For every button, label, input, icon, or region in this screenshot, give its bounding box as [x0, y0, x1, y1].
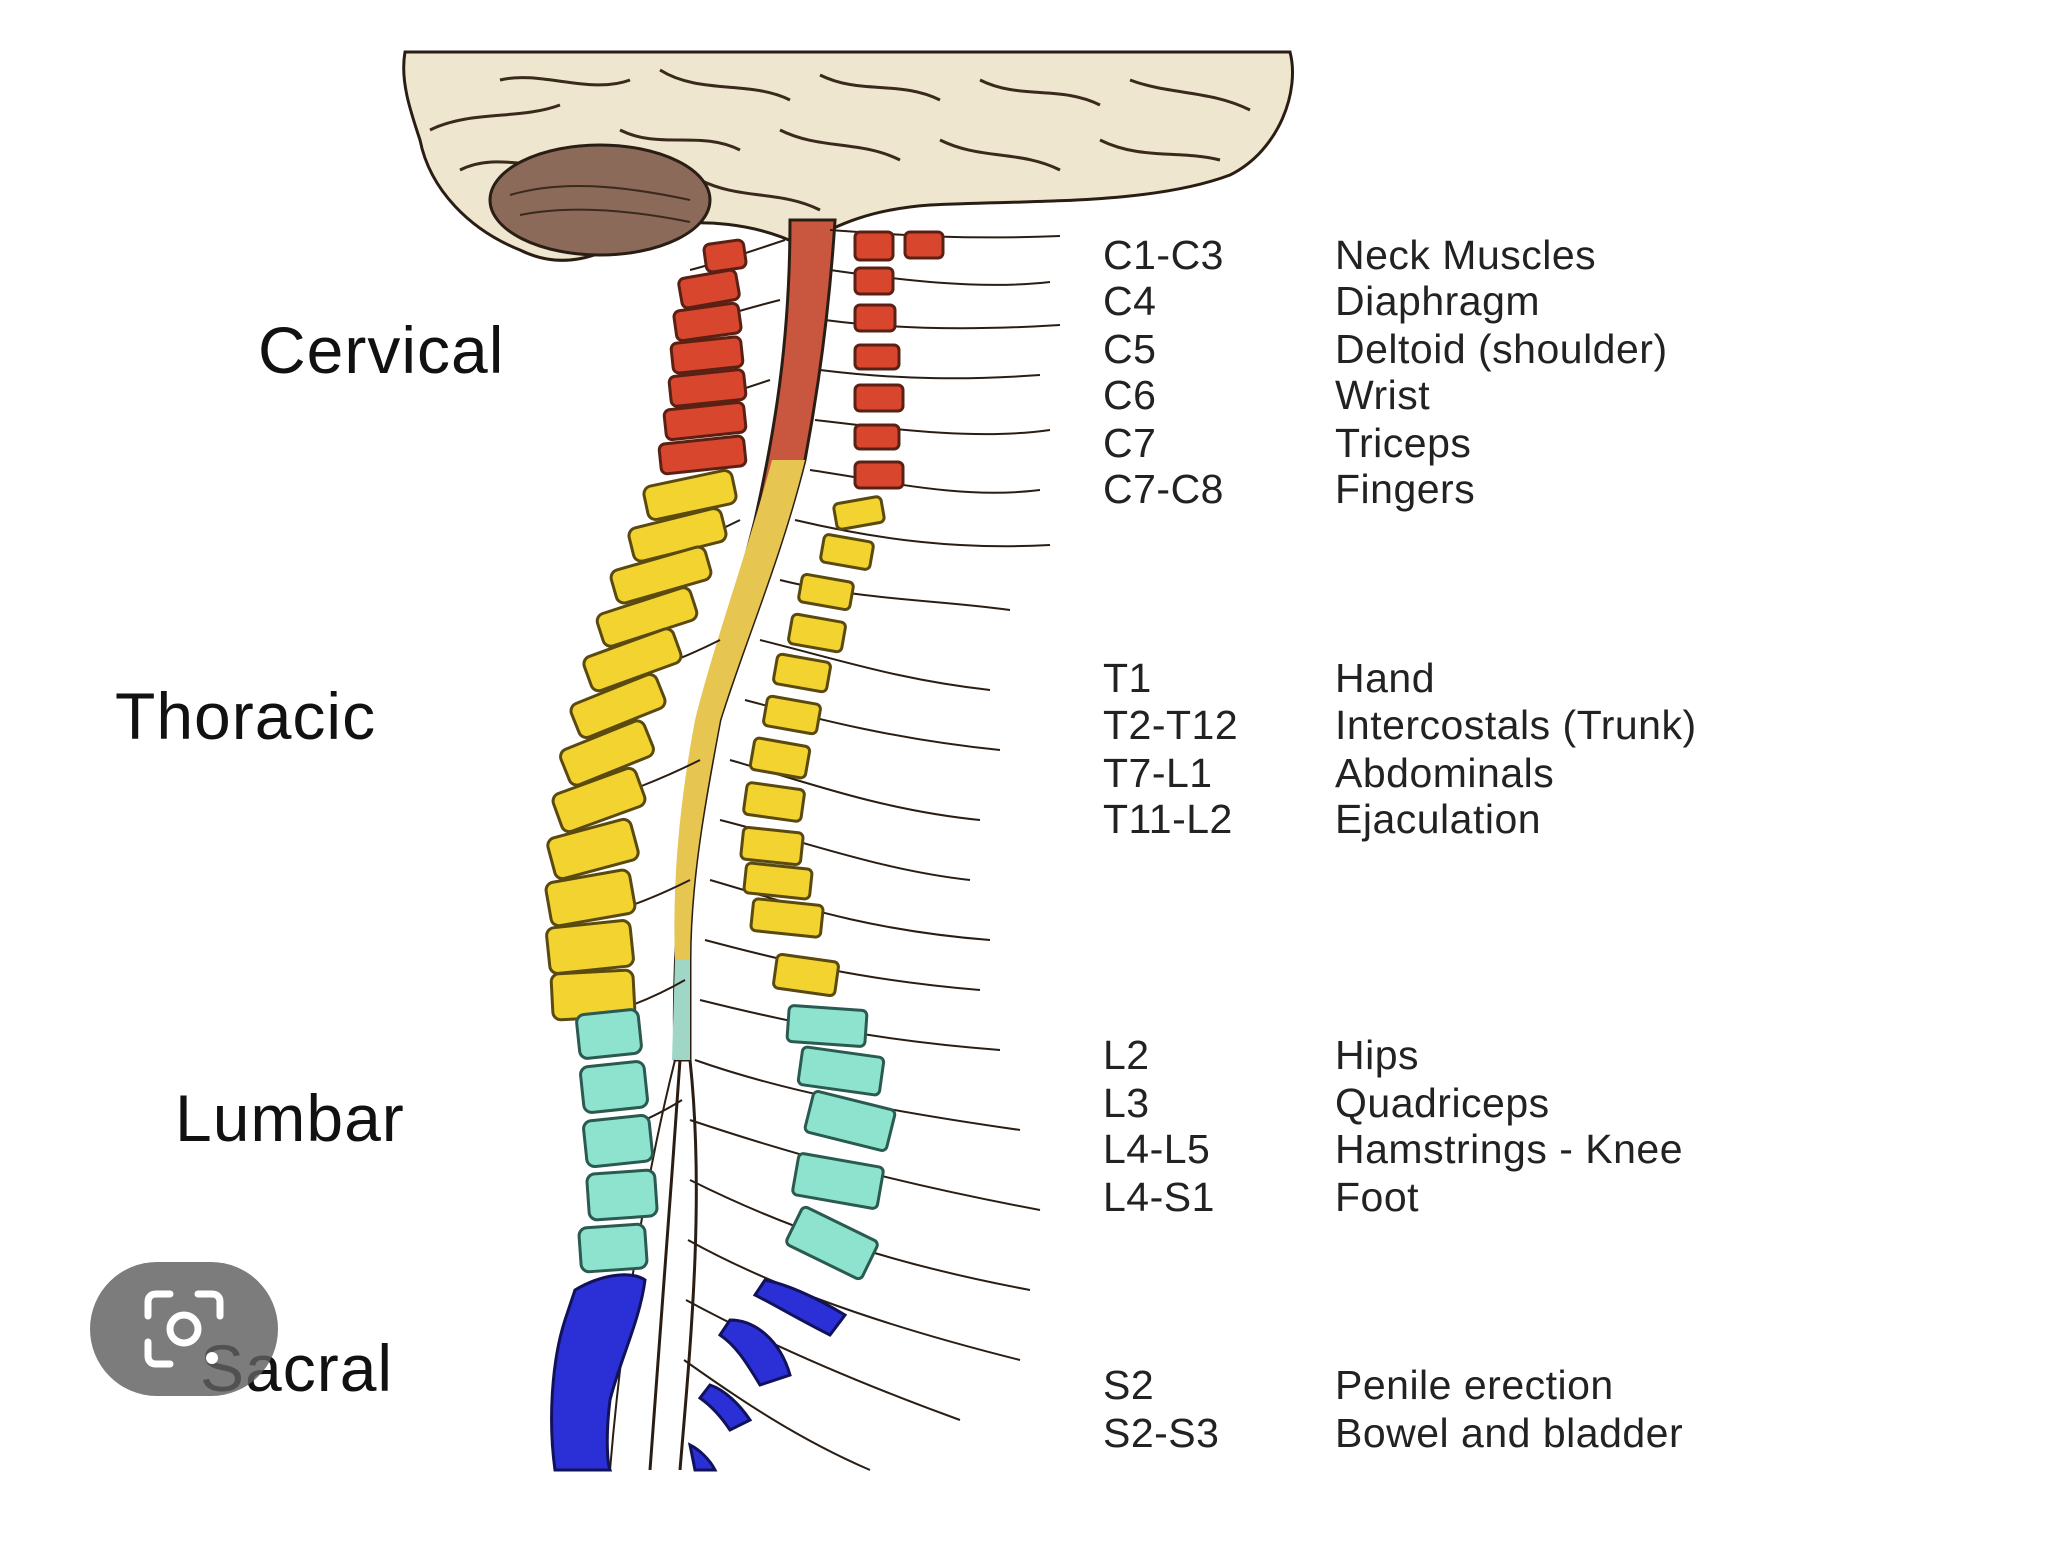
region-label-cervical: Cervical — [258, 313, 505, 387]
level-label: C7 — [1103, 420, 1157, 466]
sacral-vertebrae — [550, 1273, 848, 1472]
function-label: Foot — [1335, 1174, 1420, 1220]
spinal-cord — [609, 218, 837, 1471]
function-label: Neck Muscles — [1335, 232, 1597, 278]
brain-illustration — [402, 50, 1294, 262]
level-label: T7-L1 — [1103, 750, 1213, 796]
function-label: Hips — [1335, 1032, 1420, 1078]
function-label: Hand — [1335, 655, 1436, 701]
function-label: Penile erection — [1335, 1362, 1614, 1408]
image-search-lens-button[interactable] — [90, 1262, 278, 1396]
region-label-thoracic: Thoracic — [115, 679, 377, 753]
thoracic-vertebrae — [544, 469, 886, 1022]
level-label: T2-T12 — [1103, 702, 1239, 748]
level-label: C7-C8 — [1103, 466, 1224, 512]
function-label: Deltoid (shoulder) — [1335, 326, 1668, 372]
level-label: T1 — [1103, 655, 1152, 701]
function-label: Intercostals (Trunk) — [1335, 702, 1697, 748]
lumbar-vertebrae — [575, 1004, 897, 1281]
cervical-vertebrae — [657, 230, 945, 490]
region-label-lumbar: Lumbar — [175, 1081, 405, 1155]
function-label: Ejaculation — [1335, 796, 1542, 842]
level-label: L2 — [1103, 1032, 1150, 1078]
level-label: C1-C3 — [1103, 232, 1224, 278]
level-label: C6 — [1103, 372, 1157, 418]
level-label: C5 — [1103, 326, 1157, 372]
function-label: Fingers — [1335, 466, 1476, 512]
function-label: Triceps — [1335, 420, 1472, 466]
level-label: T11-L2 — [1103, 796, 1233, 842]
level-label: S2-S3 — [1103, 1410, 1220, 1456]
function-label: Wrist — [1335, 372, 1431, 418]
image-search-lens-icon — [144, 1290, 224, 1368]
function-label: Bowel and bladder — [1335, 1410, 1684, 1456]
level-label: C4 — [1103, 278, 1157, 324]
level-label: S2 — [1103, 1362, 1155, 1408]
level-label: L4-S1 — [1103, 1174, 1215, 1220]
function-label: Diaphragm — [1335, 278, 1541, 324]
level-label: L4-L5 — [1103, 1126, 1211, 1172]
level-label: L3 — [1103, 1080, 1150, 1126]
function-label: Quadriceps — [1335, 1080, 1550, 1126]
function-label: Hamstrings - Knee — [1335, 1126, 1684, 1172]
function-label: Abdominals — [1335, 750, 1555, 796]
